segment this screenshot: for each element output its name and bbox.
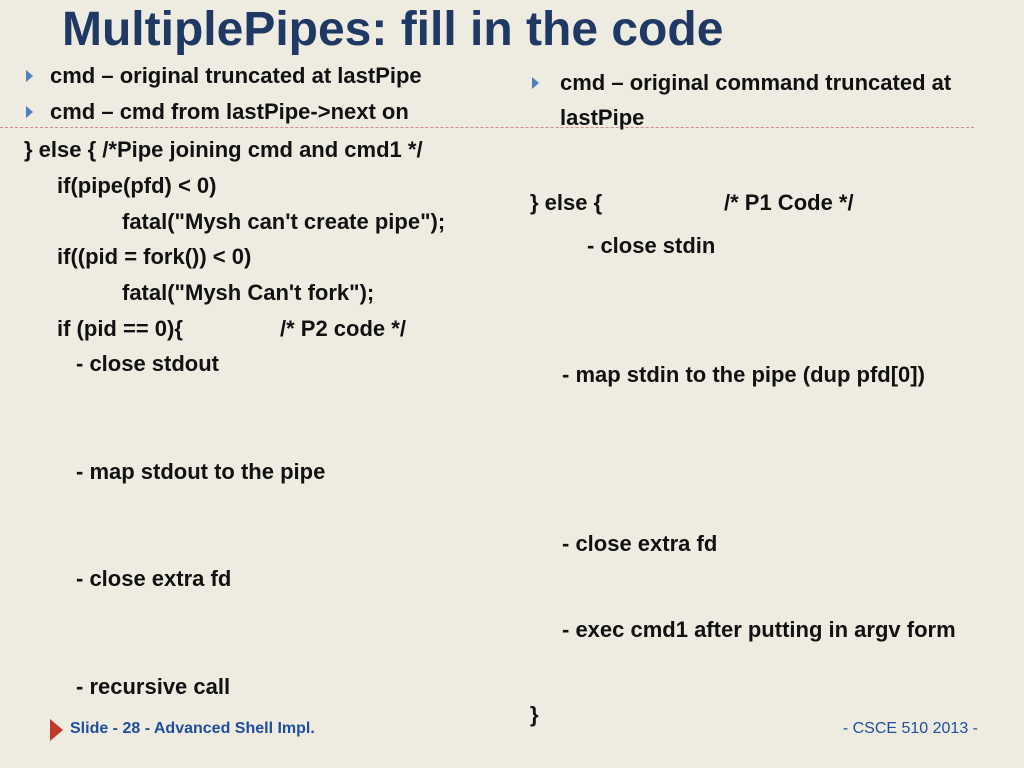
left-bullet-1: cmd – original truncated at lastPipe: [50, 63, 422, 88]
step-close-extra-fd-right: - close extra fd: [562, 531, 718, 556]
footer-arrow-icon: [50, 719, 63, 741]
divider-line: [0, 127, 974, 128]
right-bullet-line-2: lastPipe: [560, 105, 645, 130]
step-exec-cmd1: - exec cmd1 after putting in argv form: [562, 617, 956, 642]
code-line-else-p1: } else {: [530, 190, 603, 215]
code-line-if-pipe: if(pipe(pfd) < 0): [57, 173, 217, 198]
left-bullet-2: cmd – cmd from lastPipe->next on: [50, 99, 409, 124]
right-bullet-line-1: cmd – original command truncated at: [560, 70, 952, 95]
step-close-stdin: - close stdin: [587, 233, 716, 258]
code-line-fatal-fork: fatal("Mysh Can't fork");: [122, 280, 375, 305]
code-line-else: } else { /*Pipe joining cmd and cmd1 */: [24, 137, 423, 162]
code-comment-p1: /* P1 Code */: [724, 190, 854, 215]
bullet-icon: [532, 77, 539, 89]
step-recursive-call: - recursive call: [76, 674, 231, 699]
code-line-if-pid: if (pid == 0){: [57, 316, 183, 341]
step-close-extra-fd-left: - close extra fd: [76, 566, 232, 591]
step-map-stdin: - map stdin to the pipe (dup pfd[0]): [562, 362, 925, 387]
code-closing-brace: }: [530, 702, 539, 727]
code-line-fatal-pipe: fatal("Mysh can't create pipe");: [122, 209, 446, 234]
bullet-icon: [26, 106, 33, 118]
code-comment-p2: /* P2 code */: [280, 316, 406, 341]
code-line-if-fork: if((pid = fork()) < 0): [57, 244, 252, 269]
bullet-icon: [26, 70, 33, 82]
step-map-stdout: - map stdout to the pipe: [76, 459, 326, 484]
step-close-stdout: - close stdout: [76, 351, 220, 376]
footer-course-label: - CSCE 510 2013 -: [842, 720, 978, 737]
footer-slide-label: Slide - 28 - Advanced Shell Impl.: [70, 720, 315, 737]
slide-title: MultiplePipes: fill in the code: [62, 3, 724, 56]
